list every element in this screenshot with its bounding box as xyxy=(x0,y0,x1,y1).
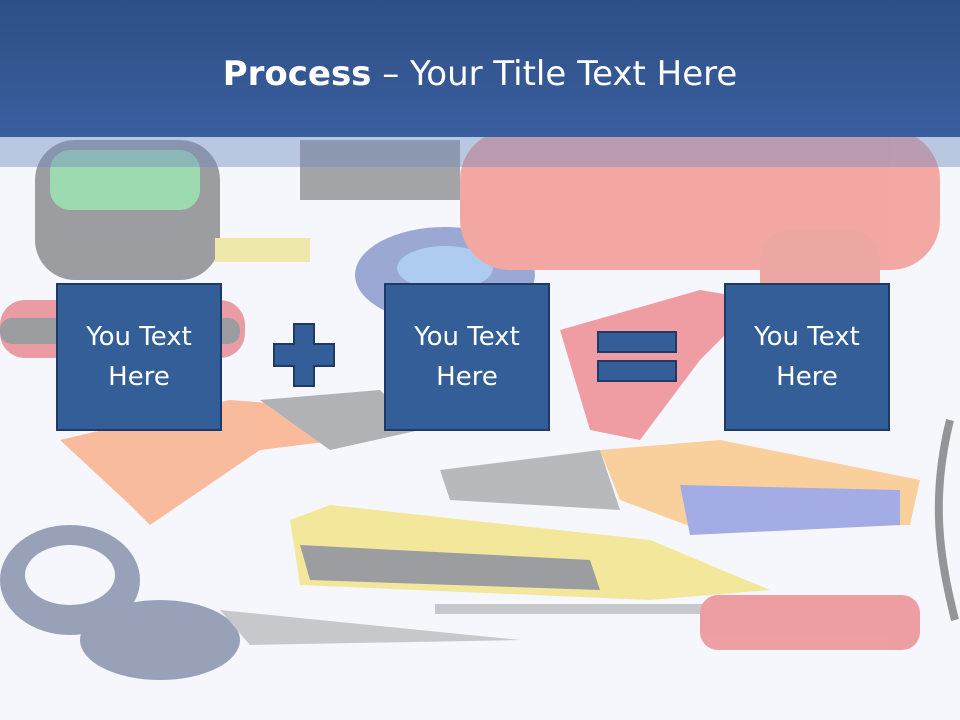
slide-title: Process – Your Title Text Here xyxy=(0,52,960,96)
plus-icon xyxy=(273,323,335,387)
title-bold-text: Process xyxy=(222,54,372,94)
equals-icon xyxy=(597,331,677,382)
title-bar-shadow xyxy=(0,137,960,167)
title-bar xyxy=(0,0,960,137)
process-box-1-text: You Text Here xyxy=(86,322,192,392)
process-box-2: You Text Here xyxy=(384,283,550,431)
process-box-2-text: You Text Here xyxy=(414,322,520,392)
process-box-3: You Text Here xyxy=(724,283,890,431)
process-box-1: You Text Here xyxy=(56,283,222,431)
process-box-3-text: You Text Here xyxy=(754,322,860,392)
title-rest-text: – Your Title Text Here xyxy=(371,54,738,94)
